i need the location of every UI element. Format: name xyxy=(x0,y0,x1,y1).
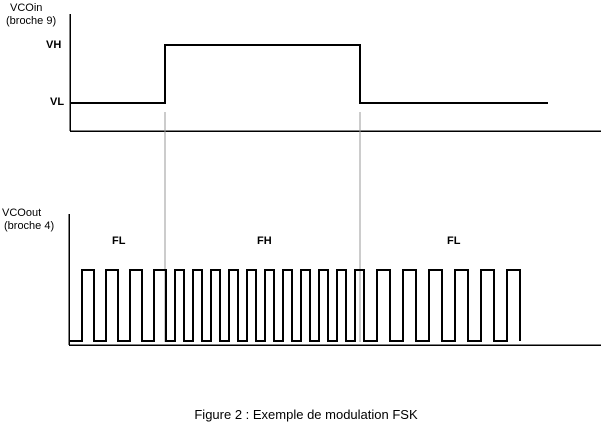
bottom-plot-pin-label: (broche 4) xyxy=(4,220,55,232)
vl-level-label: VL xyxy=(50,96,65,108)
frequency-label-fl-1: FL xyxy=(112,235,126,247)
vcoin-waveform xyxy=(70,44,548,104)
top-plot-title: VCOin xyxy=(10,2,43,14)
top-plot-pin-label: (broche 9) xyxy=(6,15,57,27)
frequency-label-fh: FH xyxy=(257,235,272,247)
frequency-label-fl-2: FL xyxy=(447,235,461,247)
vcoout-waveform xyxy=(70,269,521,342)
bottom-plot-title: VCOout xyxy=(2,207,42,219)
figure-caption: Figure 2 : Exemple de modulation FSK xyxy=(194,407,418,422)
vh-level-label: VH xyxy=(46,39,62,51)
